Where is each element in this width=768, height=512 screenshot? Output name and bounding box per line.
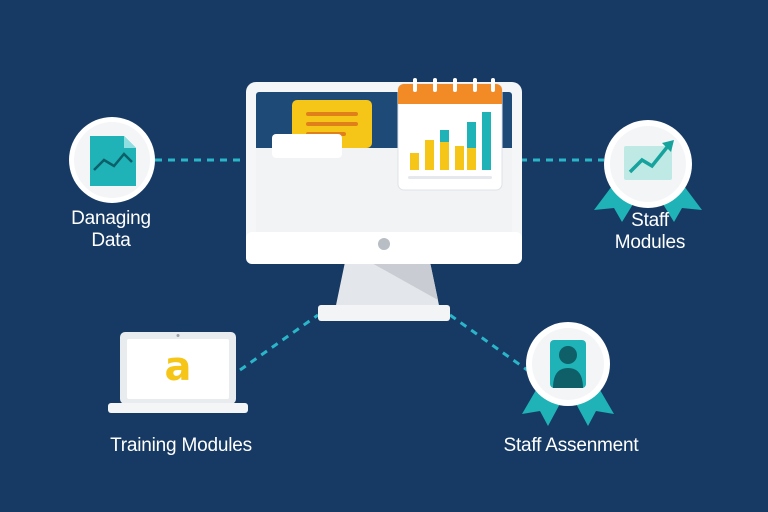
bar-4	[440, 130, 449, 142]
laptop-base	[108, 403, 248, 413]
folder-white-tab	[272, 134, 342, 158]
bar-7	[467, 122, 476, 148]
bar-8	[482, 112, 491, 170]
monitor-base	[318, 305, 450, 321]
monitor-stand-shade	[370, 262, 438, 300]
connector-bottom-right	[449, 313, 531, 374]
calendar-ring-3	[453, 78, 457, 92]
bar-1	[410, 153, 419, 170]
calendar-ring-2	[433, 78, 437, 92]
connector-lines	[155, 158, 604, 374]
connector-bottom-left	[239, 313, 319, 372]
laptop-screen	[127, 339, 229, 399]
label-managing-data-line1: Danaging	[71, 208, 151, 229]
calendar-ring-4	[473, 78, 477, 92]
label-training-modules: Training Modules	[110, 435, 252, 456]
label-staff-modules-line1: Staff	[631, 210, 669, 231]
folder-line-2	[306, 122, 358, 126]
card-baseline	[408, 176, 492, 179]
bar-3	[440, 130, 449, 170]
growth-chart-badge-icon	[594, 120, 702, 222]
monitor-power-button	[378, 238, 390, 250]
label-staff-assessment: Staff Assenment	[503, 435, 639, 456]
desktop-monitor	[246, 78, 522, 321]
calendar-chart-card	[397, 78, 503, 191]
label-staff-modules: Staff Modules	[600, 210, 700, 254]
bar-2	[425, 140, 434, 170]
user-badge-icon	[522, 322, 614, 426]
calendar-ring-1	[413, 78, 417, 92]
calendar-ring-5	[491, 78, 495, 92]
bar-5	[455, 146, 464, 170]
laptop-screen-glyph: a	[164, 344, 192, 390]
laptop-camera	[176, 334, 180, 337]
label-managing-data: Danaging Data	[56, 208, 166, 252]
folder-line-1	[306, 112, 358, 116]
label-staff-modules-line2: Modules	[614, 232, 686, 253]
label-managing-data-line2: Data	[91, 230, 131, 251]
document-chart-icon	[69, 117, 155, 203]
laptop-icon	[108, 332, 248, 413]
